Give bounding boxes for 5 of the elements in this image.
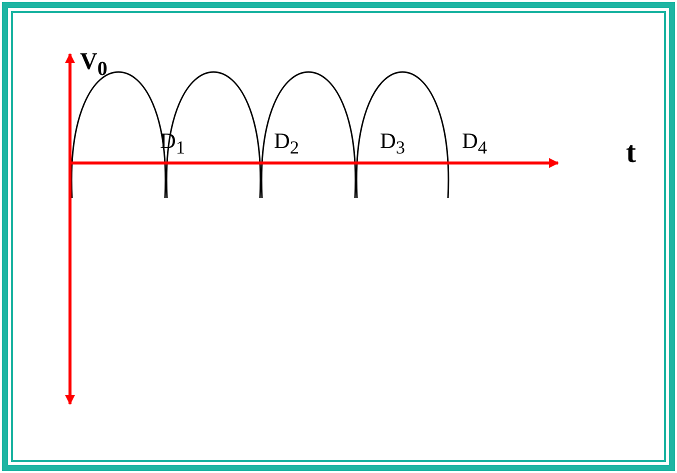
point-label: D$_{3}$: [380, 130, 406, 157]
axis-label: V$_{0}$: [80, 50, 108, 79]
axis-label: t: [626, 138, 636, 168]
point-label: D$_{2}$: [274, 130, 300, 157]
point-label: D$_{4}$: [462, 130, 488, 157]
